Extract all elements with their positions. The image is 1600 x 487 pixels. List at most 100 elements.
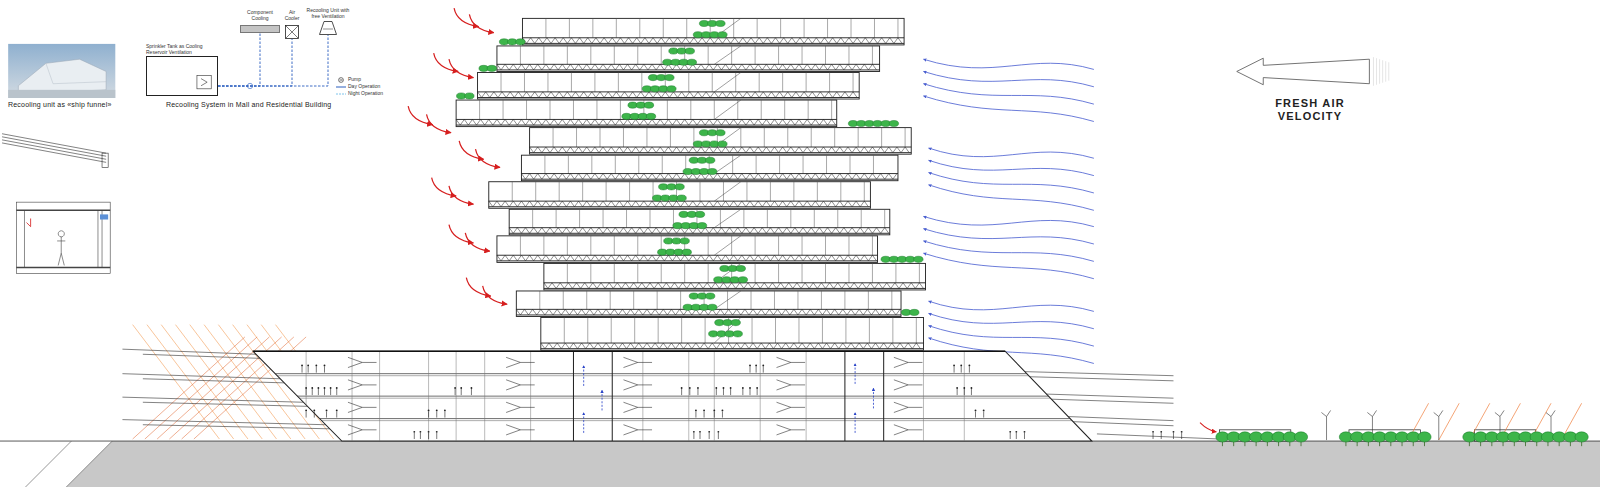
truss-web <box>516 309 900 315</box>
plant <box>677 195 686 201</box>
person-figure <box>722 410 724 412</box>
mullion <box>784 100 785 119</box>
person-figure <box>762 365 764 367</box>
detail-slab <box>16 267 110 268</box>
column-line <box>806 351 807 441</box>
mullion <box>848 236 849 255</box>
mullion <box>479 100 480 119</box>
airflow-chevron <box>506 402 535 412</box>
mullion <box>637 263 638 282</box>
mullion <box>543 236 544 255</box>
person-figure <box>1016 433 1017 439</box>
floor-slab <box>489 182 871 209</box>
person-figure <box>444 410 446 412</box>
person-figure <box>428 411 429 417</box>
mullion <box>646 128 647 147</box>
floor-slab <box>541 318 924 351</box>
slab-line <box>122 349 256 354</box>
air-cooler-symbol <box>285 25 299 39</box>
plant <box>718 141 727 147</box>
mullion <box>770 182 771 201</box>
mullion <box>535 182 536 201</box>
person-figure <box>1015 431 1017 433</box>
plant <box>706 157 715 163</box>
truss-web <box>497 64 877 70</box>
mullion <box>573 100 574 119</box>
person-figure <box>414 433 415 439</box>
slab-line <box>1073 422 1173 426</box>
floor-line <box>245 375 1102 376</box>
mullion <box>567 263 568 282</box>
mullion <box>579 209 580 227</box>
truss-chord <box>530 152 912 153</box>
mullion <box>731 236 732 255</box>
person-figure <box>1173 431 1175 433</box>
mullion <box>848 46 849 64</box>
floor-line <box>245 396 1102 397</box>
slab-line <box>143 379 284 383</box>
mullion <box>590 46 591 64</box>
person-figure <box>723 387 725 389</box>
mullion <box>731 46 732 64</box>
truss-web <box>530 147 910 153</box>
detail-box <box>102 153 108 167</box>
mullion <box>568 155 569 173</box>
truss-web <box>489 201 869 207</box>
core-airflow <box>602 390 603 410</box>
truss-chord <box>478 97 860 98</box>
mullion <box>916 318 917 344</box>
mullion <box>661 263 662 282</box>
person-figure <box>57 231 65 266</box>
mullion <box>638 155 639 173</box>
person-figure <box>714 411 715 417</box>
component-label: Air Cooler <box>282 10 302 21</box>
mullion <box>845 318 846 344</box>
person-figure <box>1181 431 1183 433</box>
column-line <box>306 351 307 441</box>
person-figure <box>436 431 438 433</box>
mullion <box>782 72 783 91</box>
plant <box>716 20 725 26</box>
column-line <box>530 351 531 441</box>
legend-row: Night Operation <box>336 91 383 97</box>
person-figure <box>336 410 338 412</box>
person-figure <box>314 411 315 417</box>
person-figure <box>455 389 456 395</box>
caption-text: Recooling System in Mall and Residential… <box>166 101 366 109</box>
person-figure <box>956 387 958 389</box>
component-node: Component Cooling <box>240 10 280 33</box>
turbine-mast <box>1326 417 1327 440</box>
floor-slab <box>522 18 904 45</box>
plant <box>736 265 745 271</box>
detail-device <box>100 214 108 219</box>
legend-sample <box>336 91 346 97</box>
person-figure <box>471 387 473 389</box>
airflow-chevron <box>777 425 806 435</box>
cooling-bar <box>240 25 280 33</box>
person-figure <box>708 431 710 433</box>
turbine-blade <box>1321 410 1330 416</box>
pipe-connector <box>218 39 292 86</box>
ramp-line <box>1097 434 1219 439</box>
person-figure <box>315 365 317 367</box>
person-figure <box>750 367 751 373</box>
person-figure <box>336 411 337 417</box>
airflow-chevron <box>623 357 652 367</box>
person-figure <box>975 411 976 417</box>
truss-chord <box>521 179 898 180</box>
podium-roof <box>253 350 1005 352</box>
mullion <box>520 236 521 255</box>
plant <box>910 309 919 315</box>
airflow-arrow <box>449 59 473 77</box>
airflow-arrow <box>449 186 473 204</box>
mullion <box>539 291 540 309</box>
mullion <box>571 72 572 91</box>
person-figure <box>1024 431 1026 433</box>
detail-line <box>2 143 106 162</box>
airflow-arrow <box>469 14 493 32</box>
person-figure <box>1160 431 1162 433</box>
mullion <box>634 318 635 344</box>
mullion <box>864 182 865 201</box>
person-figure <box>444 411 445 417</box>
